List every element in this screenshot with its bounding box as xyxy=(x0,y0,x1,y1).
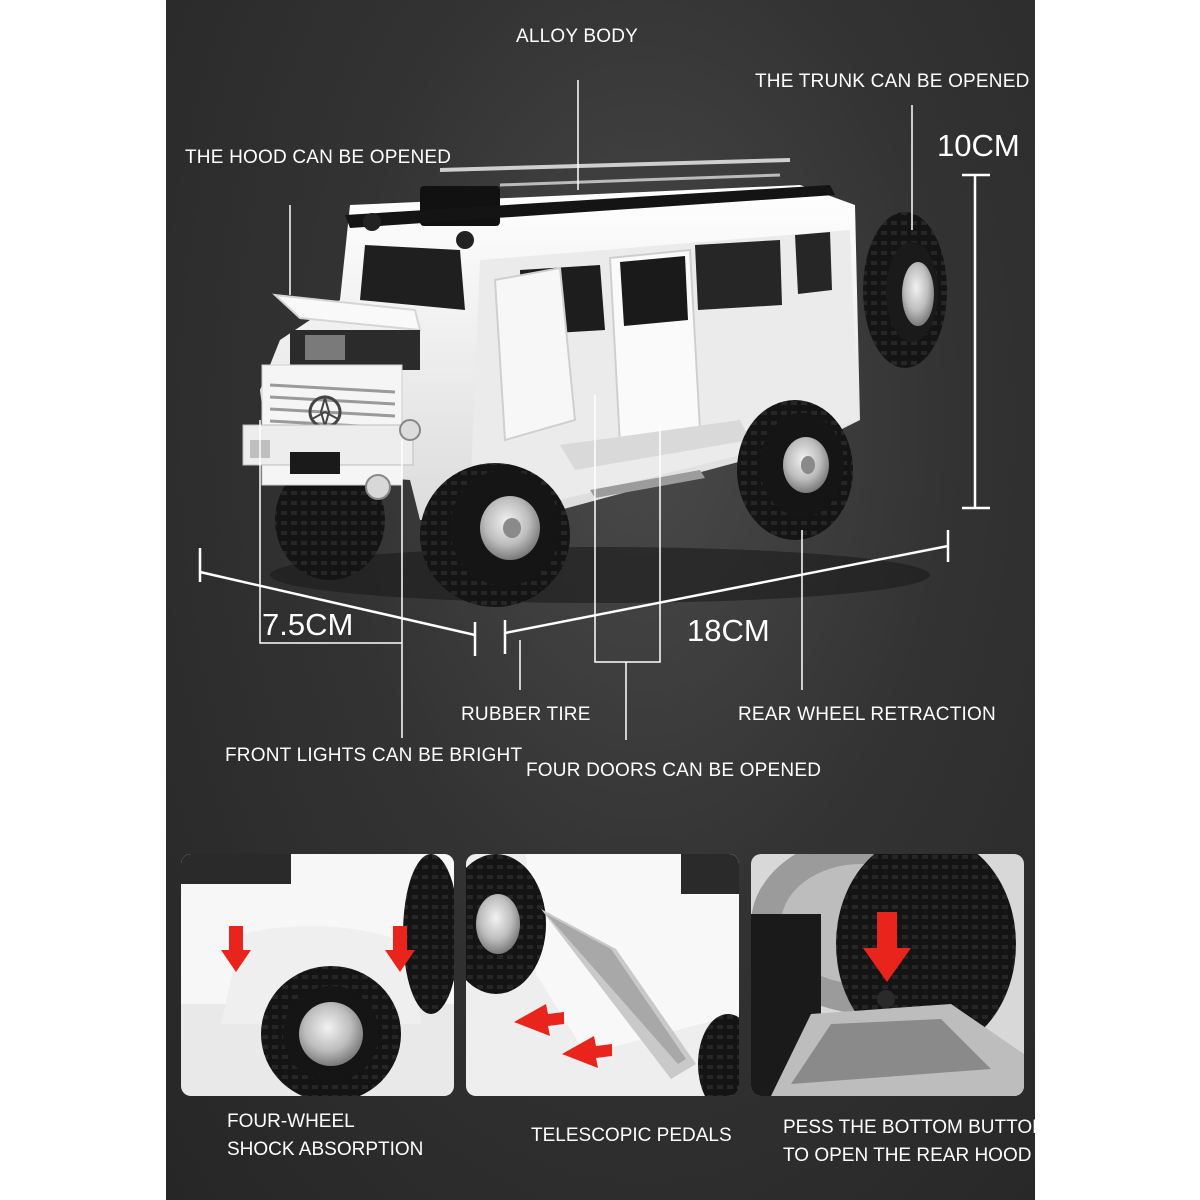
caption-rear-hood-line2: TO OPEN THE REAR HOOD xyxy=(783,1145,1032,1166)
caption-shock-line1: FOUR-WHEEL xyxy=(227,1111,355,1132)
label-rear-wheel: REAR WHEEL RETRACTION xyxy=(738,704,996,725)
arrow-down-icon xyxy=(863,912,911,982)
label-front-lights: FRONT LIGHTS CAN BE BRIGHT xyxy=(225,745,523,766)
arrow-down-icon xyxy=(221,926,415,972)
panel-shock-absorption xyxy=(181,854,454,1096)
label-four-doors: FOUR DOORS CAN BE OPENED xyxy=(526,760,822,781)
label-rubber-tire: RUBBER TIRE xyxy=(461,704,591,725)
caption-shock-line2: SHOCK ABSORPTION xyxy=(227,1139,424,1160)
label-alloy-body: ALLOY BODY xyxy=(516,26,639,47)
dimension-height: 10CM xyxy=(937,128,1020,163)
caption-pedals: TELESCOPIC PEDALS xyxy=(531,1125,732,1146)
label-hood: THE HOOD CAN BE OPENED xyxy=(185,147,452,168)
panel-telescopic-pedals xyxy=(466,854,739,1096)
dimension-length: 18CM xyxy=(687,613,770,648)
front-wheel-icon xyxy=(420,463,570,607)
caption-rear-hood-line1: PESS THE BOTTOM BUTTON xyxy=(783,1117,1046,1138)
dimension-width: 7.5CM xyxy=(262,607,354,642)
label-trunk: THE TRUNK CAN BE OPENED xyxy=(755,71,1030,92)
spare-tire-icon xyxy=(863,212,947,368)
rear-wheel-icon xyxy=(737,400,853,540)
arrow-left-icon xyxy=(514,1004,612,1068)
panel-rear-hood-button xyxy=(751,854,1024,1096)
dimension-lines xyxy=(198,173,990,656)
